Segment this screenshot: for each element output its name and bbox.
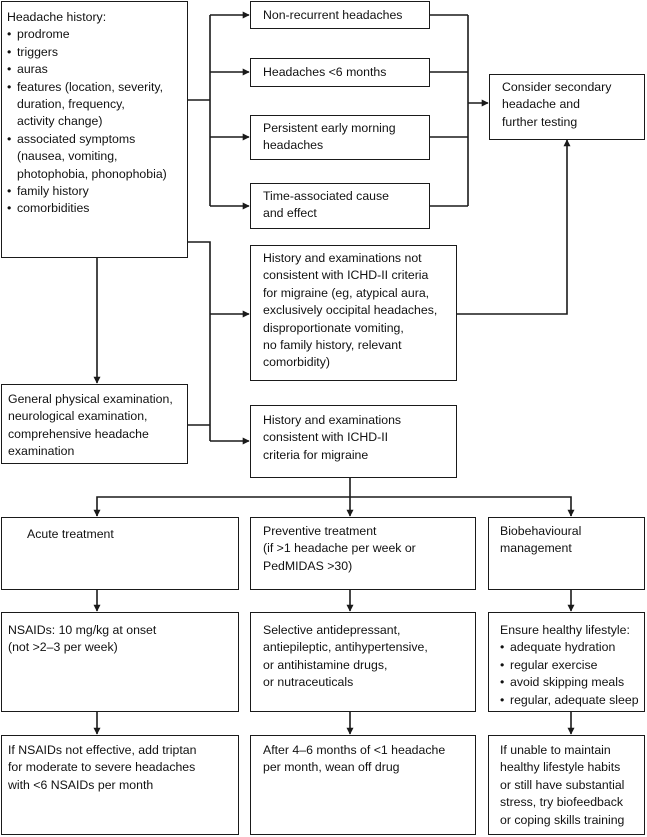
triptan-box: If NSAIDs not effective, add triptan for… xyxy=(1,735,239,835)
nsaids-box: NSAIDs: 10 mg/kg at onset (not >2–3 per … xyxy=(1,612,239,712)
headache-history-box: Headache history: prodrome triggers aura… xyxy=(1,1,188,258)
history-item: associated symptoms (nausea, vomiting, p… xyxy=(7,131,183,183)
lt6months-text: Headaches <6 months xyxy=(263,65,387,79)
biobehavioural-text: Biobehavioural management xyxy=(500,524,582,556)
morning-headaches-text: Persistent early morning headaches xyxy=(263,121,396,153)
morning-headaches-box: Persistent early morning headaches xyxy=(250,115,430,160)
triptan-text: If NSAIDs not effective, add triptan for… xyxy=(8,743,197,792)
selective-drugs-box: Selective antidepressant, antiepileptic,… xyxy=(250,612,476,712)
healthy-lifestyle-title: Ensure healthy lifestyle: xyxy=(500,623,630,637)
secondary-headache-text: Consider secondary headache and further … xyxy=(502,80,612,129)
history-item: family history xyxy=(7,183,183,201)
lt6months-box: Headaches <6 months xyxy=(250,58,430,87)
selective-drugs-text: Selective antidepressant, antiepileptic,… xyxy=(263,623,428,690)
time-associated-text: Time-associated cause and effect xyxy=(263,189,389,221)
wean-off-box: After 4–6 months of <1 headache per mont… xyxy=(250,735,476,835)
nsaids-text: NSAIDs: 10 mg/kg at onset (not >2–3 per … xyxy=(8,623,157,655)
time-associated-box: Time-associated cause and effect xyxy=(250,183,430,229)
arrow-notconsistent-to-secondary xyxy=(457,139,571,315)
lifestyle-item: adequate hydration xyxy=(500,639,644,657)
healthy-lifestyle-box: Ensure healthy lifestyle: adequate hydra… xyxy=(488,612,645,712)
history-item: prodrome xyxy=(7,26,183,44)
biobehavioural-box: Biobehavioural management xyxy=(488,517,645,590)
healthy-lifestyle-list: adequate hydration regular exercise avoi… xyxy=(500,639,644,709)
not-consistent-box: History and examinations not consistent … xyxy=(250,245,457,381)
history-item: features (location, severity, duration, … xyxy=(7,79,183,131)
physical-exam-box: General physical examination, neurologic… xyxy=(1,384,188,464)
not-consistent-text: History and examinations not consistent … xyxy=(263,251,438,370)
acute-treatment-text: Acute treatment xyxy=(27,527,114,541)
headache-history-list: prodrome triggers auras features (locati… xyxy=(7,26,183,218)
biofeedback-box: If unable to maintain healthy lifestyle … xyxy=(488,735,645,835)
biofeedback-text: If unable to maintain healthy lifestyle … xyxy=(500,743,625,827)
secondary-headache-box: Consider secondary headache and further … xyxy=(489,74,645,140)
wean-off-text: After 4–6 months of <1 headache per mont… xyxy=(263,743,446,775)
history-item: auras xyxy=(7,61,183,79)
lifestyle-item: avoid skipping meals xyxy=(500,674,644,692)
consistent-box: History and examinations consistent with… xyxy=(250,405,457,478)
preventive-treatment-box: Preventive treatment (if >1 headache per… xyxy=(250,517,476,590)
acute-treatment-box: Acute treatment xyxy=(1,517,239,590)
connector-bracket-vertical xyxy=(188,241,211,441)
history-item: comorbidities xyxy=(7,200,183,218)
nonrecurrent-text: Non-recurrent headaches xyxy=(263,8,403,22)
history-item: triggers xyxy=(7,44,183,62)
lifestyle-item: regular exercise xyxy=(500,657,644,675)
lifestyle-item: regular, adequate sleep xyxy=(500,692,644,710)
preventive-treatment-text: Preventive treatment (if >1 headache per… xyxy=(263,524,416,573)
physical-exam-text: General physical examination, neurologic… xyxy=(8,392,173,459)
nonrecurrent-box: Non-recurrent headaches xyxy=(250,1,430,29)
headache-history-title: Headache history: xyxy=(7,10,107,24)
consistent-text: History and examinations consistent with… xyxy=(263,413,402,462)
connector-treatment-branch xyxy=(96,496,572,516)
